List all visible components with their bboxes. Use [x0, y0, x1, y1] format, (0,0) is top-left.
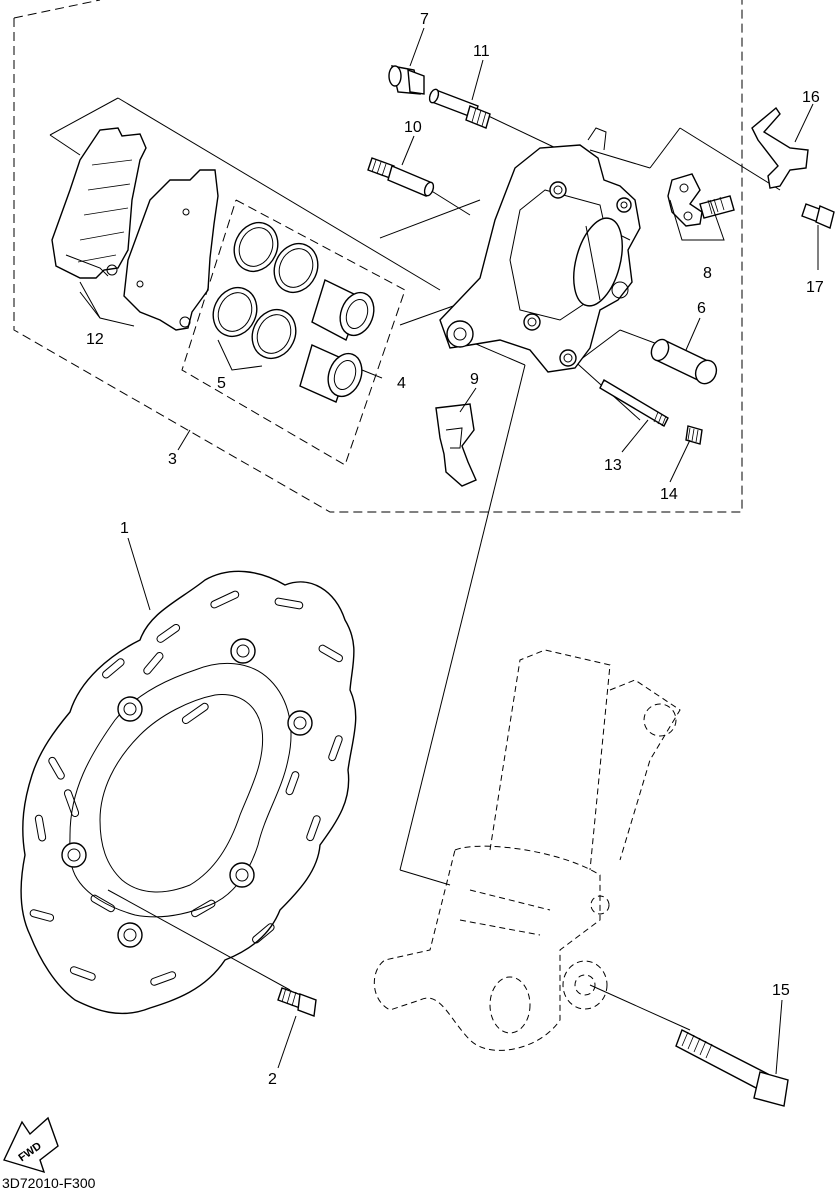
callout-15: 15 [772, 982, 790, 999]
seal-kit-boundary [181, 199, 406, 466]
callout-4: 4 [397, 375, 406, 392]
hose-bracket-fitting [667, 173, 735, 227]
callout-7: 7 [420, 11, 429, 28]
callout-8: 8 [703, 265, 712, 282]
callout-1: 1 [120, 520, 129, 537]
callout-12: 12 [86, 331, 104, 348]
front-fork-outline [373, 649, 681, 1051]
callout-labels: 1 2 3 4 5 6 7 8 9 10 11 12 13 14 15 16 1… [86, 11, 824, 1088]
callout-6: 6 [697, 300, 706, 317]
callout-5: 5 [217, 375, 226, 392]
pad-pin [428, 88, 491, 129]
pad-spring [435, 403, 477, 487]
callout-17: 17 [806, 279, 824, 296]
caliper-sleeve [650, 338, 718, 385]
drawing-code: 3D72010-F300 [2, 1175, 96, 1191]
brake-pad-front [123, 169, 219, 331]
callout-2: 2 [268, 1071, 277, 1088]
callout-leaders [79, 27, 819, 1075]
forward-arrow-icon: FWD [3, 1116, 59, 1174]
brake-pad-rear [51, 127, 147, 279]
hose-clip [751, 106, 809, 189]
piston-seals [212, 221, 319, 360]
caliper-body [439, 127, 641, 373]
brake-disc [20, 570, 357, 1015]
clip-bolt [801, 203, 835, 229]
disc-bolt [107, 889, 317, 1017]
callout-13: 13 [604, 457, 622, 474]
caliper-assembly-boundary [13, 0, 743, 513]
bleed-screw [388, 65, 425, 95]
callout-11: 11 [473, 43, 490, 60]
caliper-mount-bolt [589, 984, 789, 1107]
callout-9: 9 [470, 371, 479, 388]
caliper-plug [685, 425, 703, 445]
callout-14: 14 [660, 486, 678, 503]
callout-3: 3 [168, 451, 177, 468]
caliper-pin-bolt [367, 157, 435, 197]
callout-16: 16 [802, 89, 820, 106]
callout-10: 10 [404, 119, 422, 136]
caliper-pistons [299, 279, 375, 403]
pad-retaining-pin [599, 379, 669, 427]
